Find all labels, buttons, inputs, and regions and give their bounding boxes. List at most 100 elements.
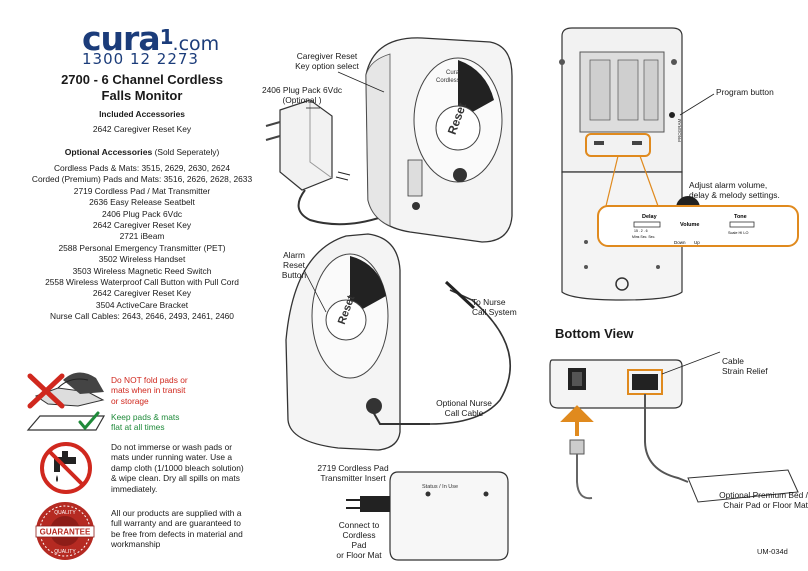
device-bottom-view [549,351,799,503]
caregiver-reset-label: Caregiver Reset Key option select [272,51,382,71]
plug-pack-line: 2406 Plug Pack 6Vdc [261,85,343,95]
back-and-bottom-view: PROGRAM Delay 15 . 2 . 6 Mins Sec. Sec. … [549,27,799,503]
list-item: 2642 Caregiver Reset Key [92,288,192,299]
no-fold-line: mats when in transit [111,385,186,396]
list-item: 3504 ActiveCare Bracket [95,299,189,310]
list-item: 2721 iBeam [119,231,165,242]
settings-callout: Delay 15 . 2 . 6 Mins Sec. Sec. Volume D… [597,155,799,247]
title-line2: Falls Monitor [101,88,183,103]
tone-text: Tone [734,214,747,220]
guarantee-seal-icon: GUARANTEE QUALITY QUALITY [35,502,95,560]
delay-units: Mins Sec. Sec. [632,235,655,239]
device-brand-text: Cura [446,70,460,76]
transmitter-line: Transmitter Insert [320,473,386,483]
premium-pad-line: Chair Pad or Floor Mat [723,500,808,510]
optional-heading-note: (Sold Seperately) [154,147,220,157]
cable-relief-line: Cable [722,356,744,366]
optional-list: Cordless Pads & Mats: 3515, 2629, 2630, … [14,163,270,323]
keep-flat-line: flat at all times [111,422,165,433]
no-water-icon [40,442,92,494]
premium-pad-line: Optional Premium Bed / [719,490,808,500]
device-illustrations: Reset Cura Cordless Reset Status / In Us… [265,37,513,561]
plug-pack-line: (Optional ) [282,95,322,105]
volume-down: Down [674,240,686,245]
connect-label: Connect to Cordless Pad or Floor Mat [336,520,382,560]
brand-domain: .com [172,33,220,55]
included-item: 2642 Caregiver Reset Key [92,124,192,134]
caregiver-reset-line: Key option select [295,61,359,71]
seal-arc-top: QUALITY [54,510,76,516]
list-item: 3502 Wireless Handset [98,254,186,265]
volume-up: Up [694,240,700,245]
connect-line: or Floor Mat [336,550,382,560]
adjust-settings-label: Adjust alarm volume, delay & melody sett… [689,180,780,200]
page-title: 2700 - 6 Channel Cordless Falls Monitor [22,72,262,104]
warranty-line: All our products are supplied with a [111,508,242,518]
list-item: 2636 Easy Release Seatbelt [89,197,195,208]
brand-name: cura [82,19,161,58]
no-fold-icon [26,372,106,431]
list-item: 2642 Caregiver Reset Key [92,220,192,231]
brand-phone: 1300 12 2273 [82,50,199,68]
water-line: immediately. [111,483,158,494]
alarm-reset-line: Reset [283,260,305,270]
delay-text: Delay [642,214,658,220]
transmitter-line: 2719 Cordless Pad [317,463,389,473]
warranty-line: be free from defects in material and [111,528,243,539]
alarm-reset-label: Alarm Reset Button [278,250,310,280]
brand-logo: cura1.com [82,22,219,61]
list-item: Nurse Call Cables: 2643, 2646, 2493, 246… [50,311,234,322]
transmitter-label: 2719 Cordless Pad Transmitter Insert [312,463,394,483]
cable-relief-line: Strain Relief [722,366,768,376]
water-line: mats under running water. Use a [111,452,233,463]
water-line: & wipe clean. Dry all spills on mats [111,473,240,484]
falls-monitor-bottom: Reset [285,233,512,451]
list-item: 2406 Plug Pack 6Vdc [101,208,183,219]
to-nurse-line: Call System [472,307,517,317]
optional-nurse-line: Optional Nurse [436,398,492,408]
list-item: 2719 Cordless Pad / Mat Transmitter [73,185,211,196]
cable-relief-label: Cable Strain Relief [722,356,768,376]
bottom-view-heading: Bottom View [555,326,634,341]
water-line: Do not immerse or wash pads or [111,442,233,452]
optional-heading-text: Optional Accessories [64,147,153,157]
plug-pack-label: 2406 Plug Pack 6Vdc (Optional ) [252,85,352,105]
transmitter-insert: Status / In Use [346,471,509,561]
device-model-text: Cordless [436,78,460,84]
device-back-open: PROGRAM [559,27,700,301]
no-fold-line: Do NOT fold pads or [111,375,188,385]
status-text: Status / In Use [422,484,458,490]
adjust-line: delay & melody settings. [689,190,780,200]
caregiver-reset-line: Caregiver Reset [296,51,358,61]
adjust-line: Adjust alarm volume, [689,180,768,190]
keep-flat-text: Keep pads & mats flat at all times [111,412,179,433]
brand-sup: 1 [159,25,174,49]
list-item: 2558 Wireless Waterproof Call Button wit… [45,277,239,288]
delay-values: 15 . 2 . 6 [634,229,648,233]
program-vertical-text: PROGRAM [677,118,682,142]
no-fold-text: Do NOT fold pads or mats when in transit… [111,375,188,406]
falls-monitor-top: Reset Cura Cordless [365,37,513,243]
list-item: Corded (Premium) Pads and Mats: 3516, 26… [31,174,253,185]
optional-heading: Optional Accessories (Sold Seperately) [14,147,270,158]
connect-line: Cordless Pad [342,530,376,550]
water-text: Do not immerse or wash pads or mats unde… [111,442,244,494]
optional-nurse-label: Optional Nurse Call Cable [424,398,504,418]
warranty-line: full warranty and are guaranteed to [111,518,241,529]
list-item: 3503 Wireless Magnetic Reed Switch [72,265,212,276]
to-nurse-label: To Nurse Call System [472,297,517,317]
optional-nurse-line: Call Cable [444,408,484,418]
warranty-text: All our products are supplied with a ful… [111,508,243,550]
keep-flat-line: Keep pads & mats [111,412,180,422]
no-fold-line: or storage [111,395,149,406]
included-heading: Included Accessories [99,109,185,119]
program-button-label: Program button [716,87,774,97]
alarm-reset-line: Alarm [283,250,305,260]
warranty-line: workmanship [111,539,161,550]
connect-line: Connect to [338,520,380,530]
document-code: UM-034d [757,547,788,556]
to-nurse-line: To Nurse [472,297,506,307]
list-item: 2588 Personal Emergency Transmitter (PET… [58,242,226,253]
title-line1: 2700 - 6 Channel Cordless [61,72,223,87]
list-item: Cordless Pads & Mats: 3515, 2629, 2630, … [54,163,230,173]
